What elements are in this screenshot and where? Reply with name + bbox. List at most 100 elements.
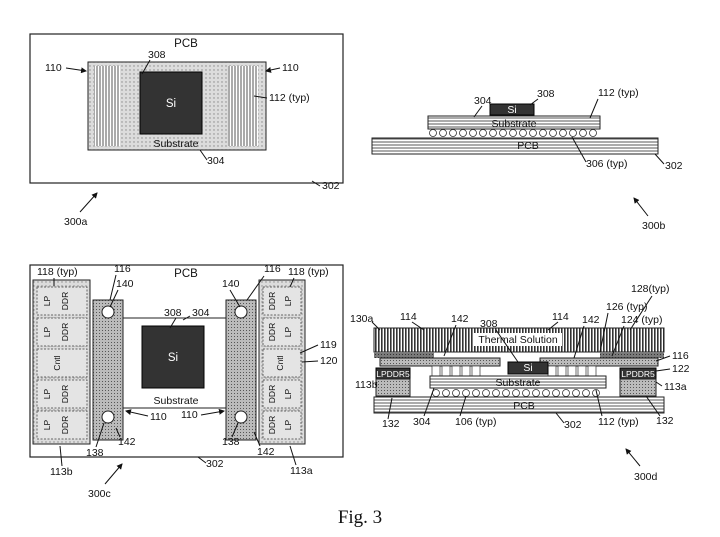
svg-text:Cntl: Cntl xyxy=(275,355,285,370)
ref-132-left: 132 xyxy=(382,418,400,430)
tim-left xyxy=(374,352,434,358)
bump-row xyxy=(429,129,597,137)
pcb-label: PCB xyxy=(174,38,198,50)
si-die xyxy=(507,361,549,375)
svg-text:DDR: DDR xyxy=(60,385,70,403)
small-dies xyxy=(431,365,597,377)
ball-array-right xyxy=(228,66,258,146)
svg-text:LP: LP xyxy=(283,388,293,399)
ref-308: 308 xyxy=(148,49,166,61)
si-label: Si xyxy=(166,98,176,110)
substrate-layer xyxy=(427,115,601,130)
svg-text:Cntl: Cntl xyxy=(52,355,62,370)
memory-module-right-body xyxy=(619,378,657,397)
ref-140-right: 140 xyxy=(222,278,240,290)
ref-116: 116 xyxy=(672,350,689,362)
pcb-label: PCB xyxy=(513,400,535,412)
tim-right xyxy=(600,352,664,358)
ref-116-left: 116 xyxy=(114,263,131,275)
ref-300b: 300b xyxy=(642,220,666,232)
thermal-solution-label-bg xyxy=(474,333,562,346)
svg-text:LP: LP xyxy=(42,326,52,337)
ref-106: 106 (typ) xyxy=(455,416,496,428)
ref-142-right: 142 xyxy=(257,446,275,458)
figure-caption: Fig. 3 xyxy=(338,507,382,528)
ref-112: 112 (typ) xyxy=(598,416,639,428)
ref-110-left: 110 xyxy=(150,411,167,423)
view-300b: PCB Substrate Si 304 308 112 (typ) 306 (… xyxy=(371,87,683,232)
svg-text:DDR: DDR xyxy=(60,416,70,434)
ref-142-left: 142 xyxy=(451,313,469,325)
ref-308: 308 xyxy=(164,307,182,319)
ref-113a: 113a xyxy=(664,381,687,393)
ref-308: 308 xyxy=(537,88,555,100)
svg-text:DDR: DDR xyxy=(267,416,277,434)
ref-112: 112 (typ) xyxy=(269,92,310,104)
pcb-layer xyxy=(371,137,659,155)
ref-113b: 113b xyxy=(50,466,73,478)
thermal-label: Thermal Solution xyxy=(478,334,558,346)
svg-text:LP: LP xyxy=(283,295,293,306)
ref-142-left: 142 xyxy=(118,436,136,448)
svg-text:DDR: DDR xyxy=(60,292,70,310)
ref-120: 120 xyxy=(320,355,338,367)
ref-130a: 130a xyxy=(350,313,374,325)
svg-text:LP: LP xyxy=(283,326,293,337)
ref-110-right: 110 xyxy=(282,62,299,74)
ref-126: 126 (typ) xyxy=(606,301,647,313)
ref-300c: 300c xyxy=(88,488,111,500)
svg-text:LP: LP xyxy=(42,388,52,399)
si-label: Si xyxy=(523,362,532,374)
si-label: Si xyxy=(507,104,516,116)
ref-118-left: 118 (typ) xyxy=(37,266,78,278)
view-300c: PCB LP DDR LP DDR Cntl LP DDR LP DDR xyxy=(29,263,344,500)
ref-304: 304 xyxy=(474,95,492,107)
ref-302: 302 xyxy=(665,160,683,172)
ref-304: 304 xyxy=(207,155,225,167)
view-300d: Thermal Solution Si Substrate LPDDR5 LPD… xyxy=(350,283,690,483)
ref-306: 306 (typ) xyxy=(586,158,627,170)
svg-text:DDR: DDR xyxy=(267,292,277,310)
ref-110-left: 110 xyxy=(45,62,62,74)
substrate-label: Substrate xyxy=(492,118,537,130)
lpddr5-left-label: LPDDR5 xyxy=(376,369,410,379)
ref-302: 302 xyxy=(206,458,224,470)
memory-module-left-body xyxy=(375,378,411,397)
bump-row xyxy=(432,389,600,397)
ref-128: 128(typ) xyxy=(631,283,670,295)
ref-112: 112 (typ) xyxy=(598,87,639,99)
ref-118-right: 118 (typ) xyxy=(288,266,329,278)
pcb-label: PCB xyxy=(174,268,198,280)
substrate-label: Substrate xyxy=(154,395,199,407)
memory-chip-labels-right: DDR LP DDR LP Cntl DDR LP DDR LP xyxy=(267,292,293,434)
bridge-right xyxy=(539,357,659,367)
ref-302: 302 xyxy=(322,180,340,192)
ref-308: 308 xyxy=(480,318,498,330)
ref-114-right: 114 xyxy=(552,311,569,323)
si-die xyxy=(141,325,205,389)
ref-110-right: 110 xyxy=(181,409,198,421)
ref-119: 119 xyxy=(320,339,337,351)
svg-text:DDR: DDR xyxy=(60,323,70,341)
ref-140-left: 140 xyxy=(116,278,134,290)
svg-text:DDR: DDR xyxy=(267,323,277,341)
pcb-label: PCB xyxy=(517,140,539,152)
bridge-left xyxy=(379,357,501,367)
ref-124: 124 (typ) xyxy=(621,314,662,326)
ref-304: 304 xyxy=(413,416,431,428)
memory-chips-right xyxy=(262,286,302,440)
ref-300a: 300a xyxy=(64,216,88,228)
memory-chips-left xyxy=(36,286,88,440)
svg-text:LP: LP xyxy=(42,419,52,430)
svg-text:LP: LP xyxy=(42,295,52,306)
ref-114-left: 114 xyxy=(400,311,417,323)
si-die xyxy=(139,71,203,135)
ref-122: 122 xyxy=(672,363,690,375)
si-label: Si xyxy=(168,352,178,364)
pcb-layer xyxy=(373,396,665,414)
view-300a: PCB Si Substrate 110 110 308 112 (typ) 3… xyxy=(29,33,344,228)
ref-113a: 113a xyxy=(290,465,313,477)
ref-304: 304 xyxy=(192,307,210,319)
svg-text:LP: LP xyxy=(283,419,293,430)
substrate-layer xyxy=(429,375,607,389)
